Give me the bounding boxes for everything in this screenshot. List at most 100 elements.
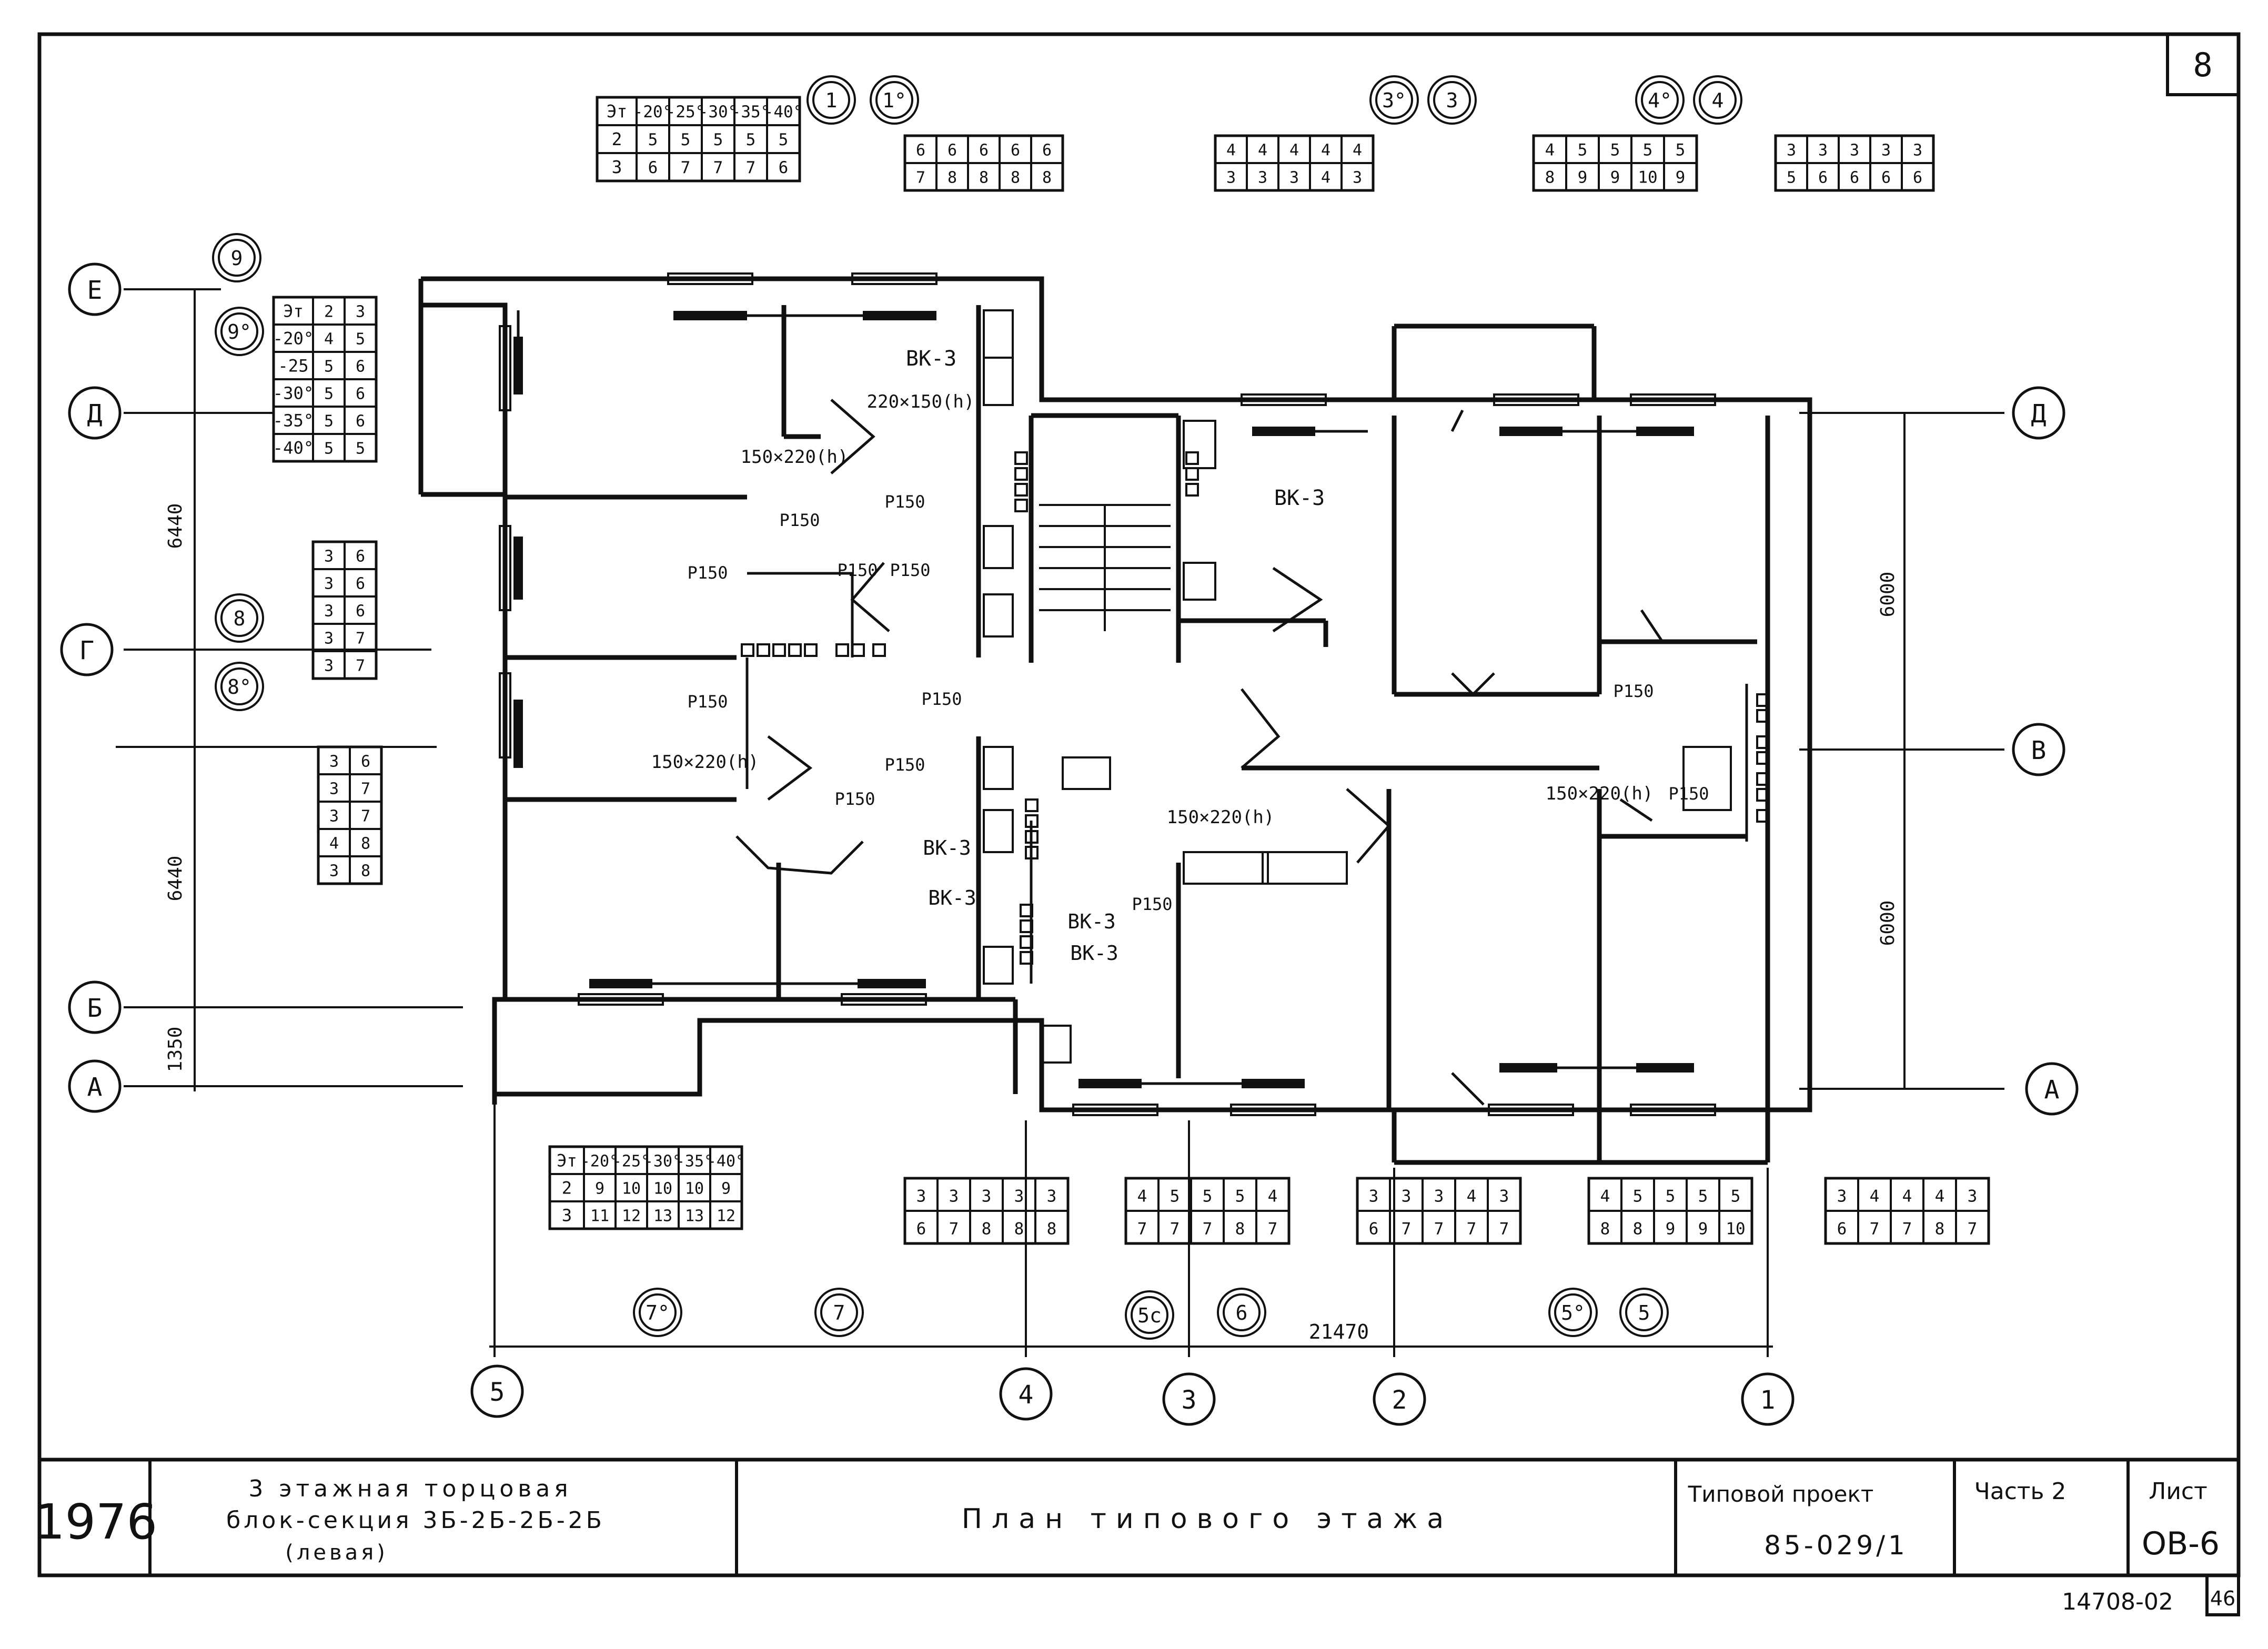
- table-cell: 3: [1353, 168, 1362, 187]
- dim-1350: 1350: [165, 1027, 186, 1073]
- building-walls: [418, 276, 1812, 1165]
- table-cell: 10: [1638, 168, 1657, 187]
- axis-label-g: Г: [79, 636, 95, 665]
- axis-label-a-right: А: [2044, 1075, 2060, 1105]
- table-cell: 9: [1578, 168, 1588, 187]
- table-cell: 3: [324, 547, 334, 565]
- table-cell: 3: [1434, 1187, 1444, 1206]
- annotation-vk3_3: ВК-3: [923, 836, 971, 859]
- table-cell: 11: [590, 1207, 609, 1225]
- dim-6440-upper: 6440: [165, 503, 186, 549]
- annotation-vk3_6: ВК-3: [1070, 942, 1118, 965]
- table-cell: 8: [1047, 1220, 1057, 1239]
- table-cell: 5: [1643, 140, 1653, 159]
- table-cell: 5: [1787, 168, 1796, 187]
- annotation-g150x220d: 150×220(h): [1546, 783, 1654, 804]
- annotation-p150_7: Р150: [921, 689, 962, 709]
- mark-m3o: 3°: [1382, 89, 1406, 112]
- dim-21470: 21470: [1309, 1320, 1369, 1343]
- annotation-p150_8: Р150: [884, 755, 925, 775]
- table-cell: 7: [949, 1220, 959, 1239]
- dim-6000-upper: 6000: [1877, 572, 1899, 618]
- mark-m5o: 5°: [1561, 1301, 1585, 1324]
- table-cell: -20°: [273, 328, 314, 348]
- table-cell: 7: [356, 656, 365, 675]
- annotation-g150x220b: 150×220(h): [651, 752, 759, 773]
- table-cell: 4: [1321, 141, 1330, 159]
- table-cell: -20°: [581, 1152, 619, 1170]
- table-cell: 10: [622, 1179, 641, 1198]
- table-cell: 3: [1289, 168, 1299, 187]
- annotation-p150_11: Р150: [1613, 681, 1654, 701]
- table-cell: 6: [947, 141, 957, 159]
- annotation-g150x220c: 150×220(h): [1167, 807, 1275, 828]
- axis-label-v: В: [2031, 736, 2047, 765]
- annotation-vk3_1: ВК-3: [906, 347, 956, 371]
- table-cell: 4: [324, 330, 334, 348]
- mark-m8: 8: [234, 607, 246, 630]
- table-cell: 8: [1935, 1220, 1945, 1239]
- table-cell: 7: [1968, 1220, 1978, 1239]
- title-block-lines: [39, 1458, 2240, 1616]
- table-cell: 3: [1369, 1187, 1379, 1206]
- table-cell: Эт: [557, 1150, 577, 1170]
- table-cell: 13: [653, 1207, 672, 1225]
- table-cell: 8: [361, 834, 370, 853]
- table-cell: 5: [648, 130, 658, 149]
- table-cell: 3: [612, 157, 622, 177]
- mark-m1o: 1°: [882, 89, 906, 112]
- table-cell: 7: [356, 629, 365, 648]
- table-cell: 3: [1787, 141, 1796, 159]
- table-cell: 9: [1698, 1220, 1708, 1239]
- table-cell: 3: [1499, 1187, 1509, 1206]
- axis-number-3: 3: [1182, 1385, 1197, 1415]
- table-cell: -25°: [666, 103, 705, 122]
- table-cell: 2: [324, 302, 334, 321]
- table-cell: 3: [1402, 1187, 1412, 1206]
- table-cell: -35°: [676, 1152, 713, 1170]
- annotation-p150_2: Р150: [884, 492, 925, 512]
- table-cell: 3: [329, 862, 339, 880]
- table-cell: 3: [1258, 168, 1267, 187]
- table-cell: 4: [1870, 1187, 1880, 1206]
- annotation-g220x150: 220×150(h): [867, 391, 975, 412]
- inventory-number: 14708-02: [2062, 1589, 2173, 1615]
- table-cell: 6: [356, 412, 365, 430]
- annotation-vk3_4: ВК-3: [928, 886, 976, 909]
- table-cell: 3: [324, 629, 334, 648]
- table-cell: 7: [1902, 1220, 1912, 1239]
- table-cell: 3: [1014, 1187, 1024, 1206]
- table-cell: -35°: [731, 103, 771, 122]
- table-cell: 3: [1837, 1187, 1847, 1206]
- table-cell: 7: [1268, 1220, 1278, 1239]
- kitchen-equipment: [983, 309, 1732, 1064]
- table-cell: 5: [1698, 1187, 1708, 1206]
- radiators: [513, 311, 1694, 1088]
- table-cell: 3: [1913, 141, 1922, 159]
- table-cell: 9: [1666, 1220, 1676, 1239]
- table-cell: 2: [562, 1178, 572, 1198]
- table-cell: 6: [361, 752, 370, 771]
- table-cell: 3: [1226, 168, 1236, 187]
- annotation-p150_1: Р150: [779, 510, 820, 530]
- table-cell: 5: [1235, 1187, 1245, 1206]
- annotation-vk3_2: ВК-3: [1274, 486, 1325, 510]
- table-cell: -40°: [764, 103, 803, 122]
- table-cell: 8: [1011, 168, 1020, 187]
- table-cell: 3: [324, 656, 334, 675]
- table-cell: 5: [324, 412, 334, 430]
- axis-label-e: Е: [87, 276, 103, 305]
- table-cell: 5: [1203, 1187, 1213, 1206]
- mark-m7o: 7°: [646, 1301, 670, 1324]
- table-cell: -25: [278, 356, 308, 376]
- mark-m9o: 9°: [227, 320, 251, 343]
- axis-number-4: 4: [1019, 1380, 1034, 1410]
- table-cell: 3: [324, 574, 334, 593]
- table-cell: 6: [1369, 1220, 1379, 1239]
- mark-m8o: 8°: [227, 675, 251, 699]
